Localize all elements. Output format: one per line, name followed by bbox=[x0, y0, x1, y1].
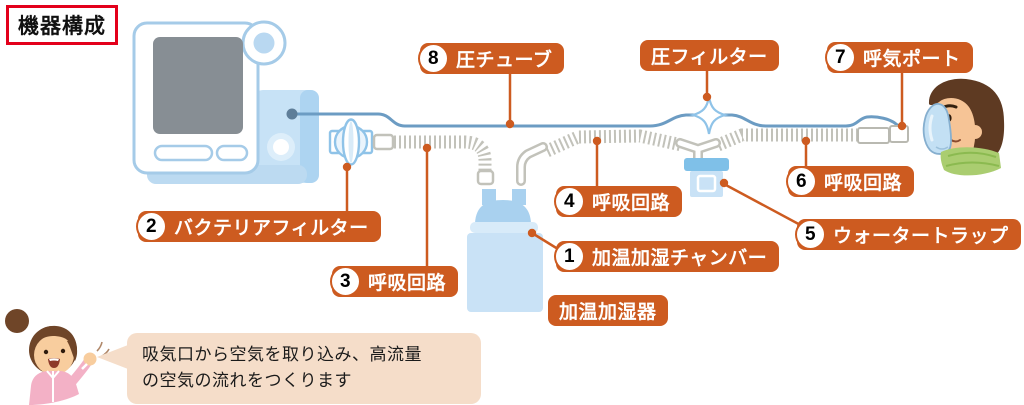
label-circuit-6-text: 呼吸回路 bbox=[824, 173, 903, 194]
label-circuit-3-number: 3 bbox=[330, 266, 361, 297]
label-pressure-filter-text: 圧フィルター bbox=[651, 47, 768, 68]
device-button-left bbox=[153, 144, 214, 162]
pointer-dots bbox=[342, 92, 907, 238]
label-circuit-4-text: 呼吸回路 bbox=[592, 193, 671, 214]
label-exhalation-port: 7 呼気ポート bbox=[825, 42, 973, 73]
device-screen bbox=[153, 37, 243, 134]
label-pressure-tube-number: 8 bbox=[418, 43, 449, 74]
humidifier-chamber-collar bbox=[470, 222, 538, 233]
humidifier-tank bbox=[467, 233, 543, 312]
pressure-port-dot bbox=[286, 108, 298, 120]
label-exhalation-port-number: 7 bbox=[825, 42, 856, 73]
label-circuit-6-number: 6 bbox=[786, 166, 817, 197]
humidifier-chamber-dome bbox=[475, 200, 531, 223]
label-bacteria-filter-number: 2 bbox=[136, 211, 167, 242]
label-water-trap-text: ウォータートラップ bbox=[833, 226, 1009, 247]
page-title: 機器構成 bbox=[6, 5, 118, 45]
pressure-filter-icon bbox=[689, 96, 729, 135]
label-pressure-tube-text: 圧チューブ bbox=[456, 50, 553, 71]
circuit-cuff-down bbox=[476, 169, 495, 186]
nurse-hand bbox=[83, 352, 97, 366]
label-humidifier-chamber-number: 1 bbox=[554, 241, 585, 272]
label-water-trap: 5 ウォータートラップ bbox=[795, 219, 1021, 250]
patient-hair bbox=[928, 78, 1005, 160]
label-bacteria-filter: 2 バクテリアフィルター bbox=[136, 211, 381, 242]
humidifier-unit bbox=[467, 189, 543, 312]
patient-illustration bbox=[922, 78, 1005, 176]
label-exhalation-port-text: 呼気ポート bbox=[863, 49, 961, 70]
label-pressure-filter: 圧フィルター bbox=[640, 40, 779, 71]
nasal-mask bbox=[922, 103, 952, 155]
water-trap-icon bbox=[684, 158, 729, 197]
label-pressure-tube: 8 圧チューブ bbox=[418, 43, 565, 74]
label-circuit-4-number: 4 bbox=[554, 186, 585, 217]
label-humidifier-unit-text: 加温加湿器 bbox=[559, 302, 657, 323]
speech-bubble-tail bbox=[97, 345, 128, 369]
ventilator-device bbox=[132, 20, 319, 184]
patient-collar bbox=[940, 147, 1001, 176]
label-humidifier-chamber: 1 加温加湿チャンバー bbox=[554, 241, 780, 272]
nurse-hair-bun bbox=[5, 309, 29, 333]
tube-connectors bbox=[516, 138, 721, 186]
nurse-face bbox=[34, 335, 74, 375]
label-bacteria-filter-text: バクテリアフィルター bbox=[174, 218, 369, 239]
pressure-tube-line bbox=[292, 112, 902, 130]
label-water-trap-number: 5 bbox=[795, 219, 826, 250]
label-humidifier-chamber-text: 加温加湿チャンバー bbox=[592, 248, 768, 269]
nurse-illustration bbox=[5, 309, 110, 405]
nurse-eye-right bbox=[60, 348, 66, 354]
bacteria-filter-icon bbox=[328, 118, 374, 166]
device-button-right bbox=[215, 144, 249, 162]
breathing-circuit-tubes bbox=[394, 128, 857, 172]
circuit-cuff-left bbox=[372, 133, 395, 151]
nurse-eye-left bbox=[43, 349, 49, 355]
label-circuit-6: 6 呼吸回路 bbox=[786, 166, 915, 197]
label-circuit-3: 3 呼吸回路 bbox=[330, 266, 459, 297]
label-circuit-3-text: 呼吸回路 bbox=[368, 273, 447, 294]
label-circuit-4: 4 呼吸回路 bbox=[554, 186, 683, 217]
speech-bubble: 吸気口から空気を取り込み、高流量 の空気の流れをつくります bbox=[127, 333, 481, 404]
patient-ear bbox=[968, 125, 982, 139]
label-humidifier-unit: 加温加湿器 bbox=[548, 295, 668, 326]
